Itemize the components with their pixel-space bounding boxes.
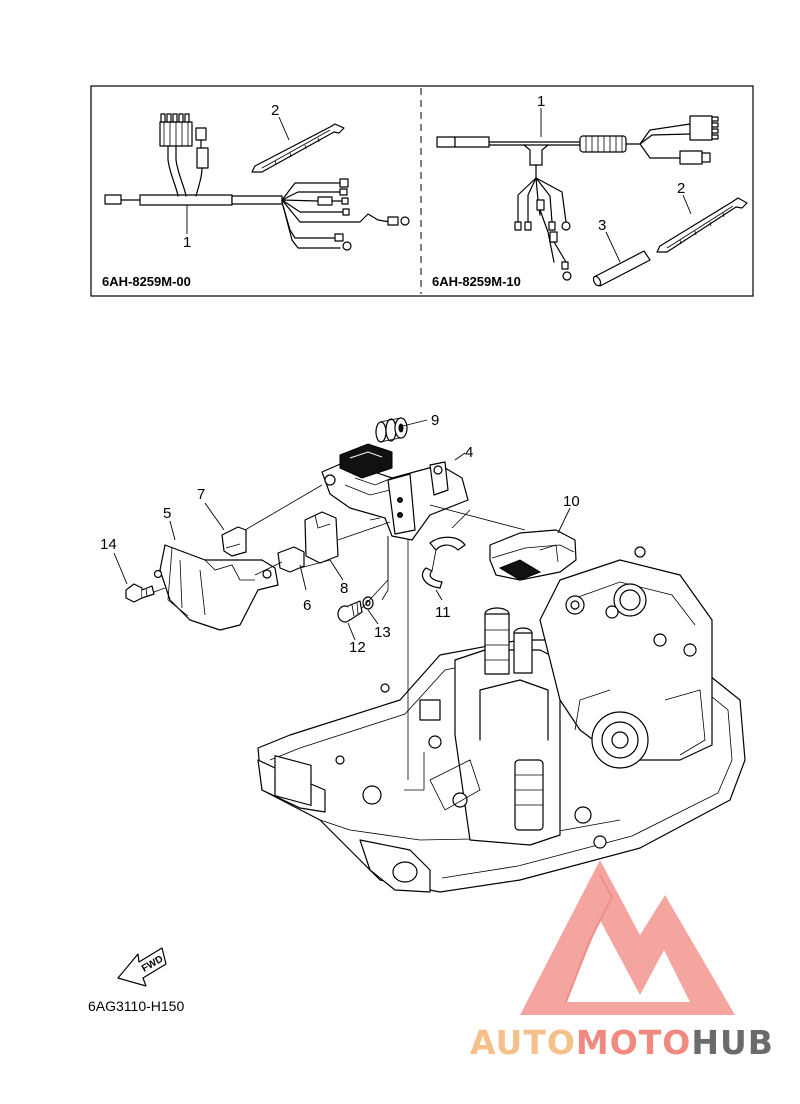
part-code-left: 6AH-8259M-00 xyxy=(102,274,191,289)
part-code-right: 6AH-8259M-10 xyxy=(432,274,521,289)
callout-6: 6 xyxy=(303,597,311,614)
cover-part-10-icon xyxy=(489,529,577,581)
cable-tie-left-icon xyxy=(251,123,345,173)
bolt-part-12-icon xyxy=(337,600,363,623)
callout-9: 9 xyxy=(431,412,439,429)
watermark-moto: MOTO xyxy=(576,1023,691,1062)
wire-harness-left-icon xyxy=(104,113,410,251)
box-left-callouts: 1 2 6AH-8259M-00 xyxy=(102,102,290,289)
watermark-text: AUTOMOTOHUB xyxy=(470,1023,774,1062)
callout-12: 12 xyxy=(349,639,366,656)
callout-14: 14 xyxy=(100,536,117,553)
watermark-hub: HUB xyxy=(691,1023,774,1062)
protective-tube-icon xyxy=(592,250,651,287)
callout-7: 7 xyxy=(197,486,205,503)
fwd-arrow-icon: FWD xyxy=(117,947,167,987)
callout-4: 4 xyxy=(465,444,473,461)
washer-part-13-icon xyxy=(362,596,374,610)
watermark-auto: AUTO xyxy=(470,1023,576,1062)
callout-box-right-3: 3 xyxy=(598,217,606,234)
callout-10: 10 xyxy=(563,493,580,510)
watermark-logo-icon xyxy=(520,860,735,1015)
cover-part-5-icon xyxy=(159,544,279,631)
cable-tie-right-icon xyxy=(656,197,748,253)
callout-8: 8 xyxy=(340,580,348,597)
callout-11: 11 xyxy=(435,604,451,621)
callout-box-left-1: 1 xyxy=(183,234,191,251)
plate-part-6-icon xyxy=(277,546,305,573)
engine-block-icon xyxy=(257,546,746,893)
bracket-part-4-icon xyxy=(321,443,469,541)
exploded-guide-lines xyxy=(153,484,526,609)
clamp-part-11-icon xyxy=(421,536,466,589)
bolt-part-14-icon xyxy=(125,569,163,603)
wire-harness-right-icon xyxy=(436,115,719,281)
clip-part-8-icon xyxy=(304,511,339,564)
callout-5: 5 xyxy=(163,505,171,522)
plate-part-7-icon xyxy=(221,526,247,557)
kit-box xyxy=(90,85,754,297)
grommet-part-9-icon xyxy=(375,417,408,443)
main-callouts: 9 4 7 5 10 14 6 8 11 13 12 xyxy=(100,412,580,656)
callout-box-right-1: 1 xyxy=(537,93,545,110)
box-right-callouts: 1 2 3 6AH-8259M-10 xyxy=(432,93,692,289)
callout-box-left-2: 2 xyxy=(271,102,279,119)
callout-13: 13 xyxy=(374,624,391,641)
figure-code: 6AG3110-H150 xyxy=(88,998,184,1014)
callout-box-right-2: 2 xyxy=(677,180,685,197)
